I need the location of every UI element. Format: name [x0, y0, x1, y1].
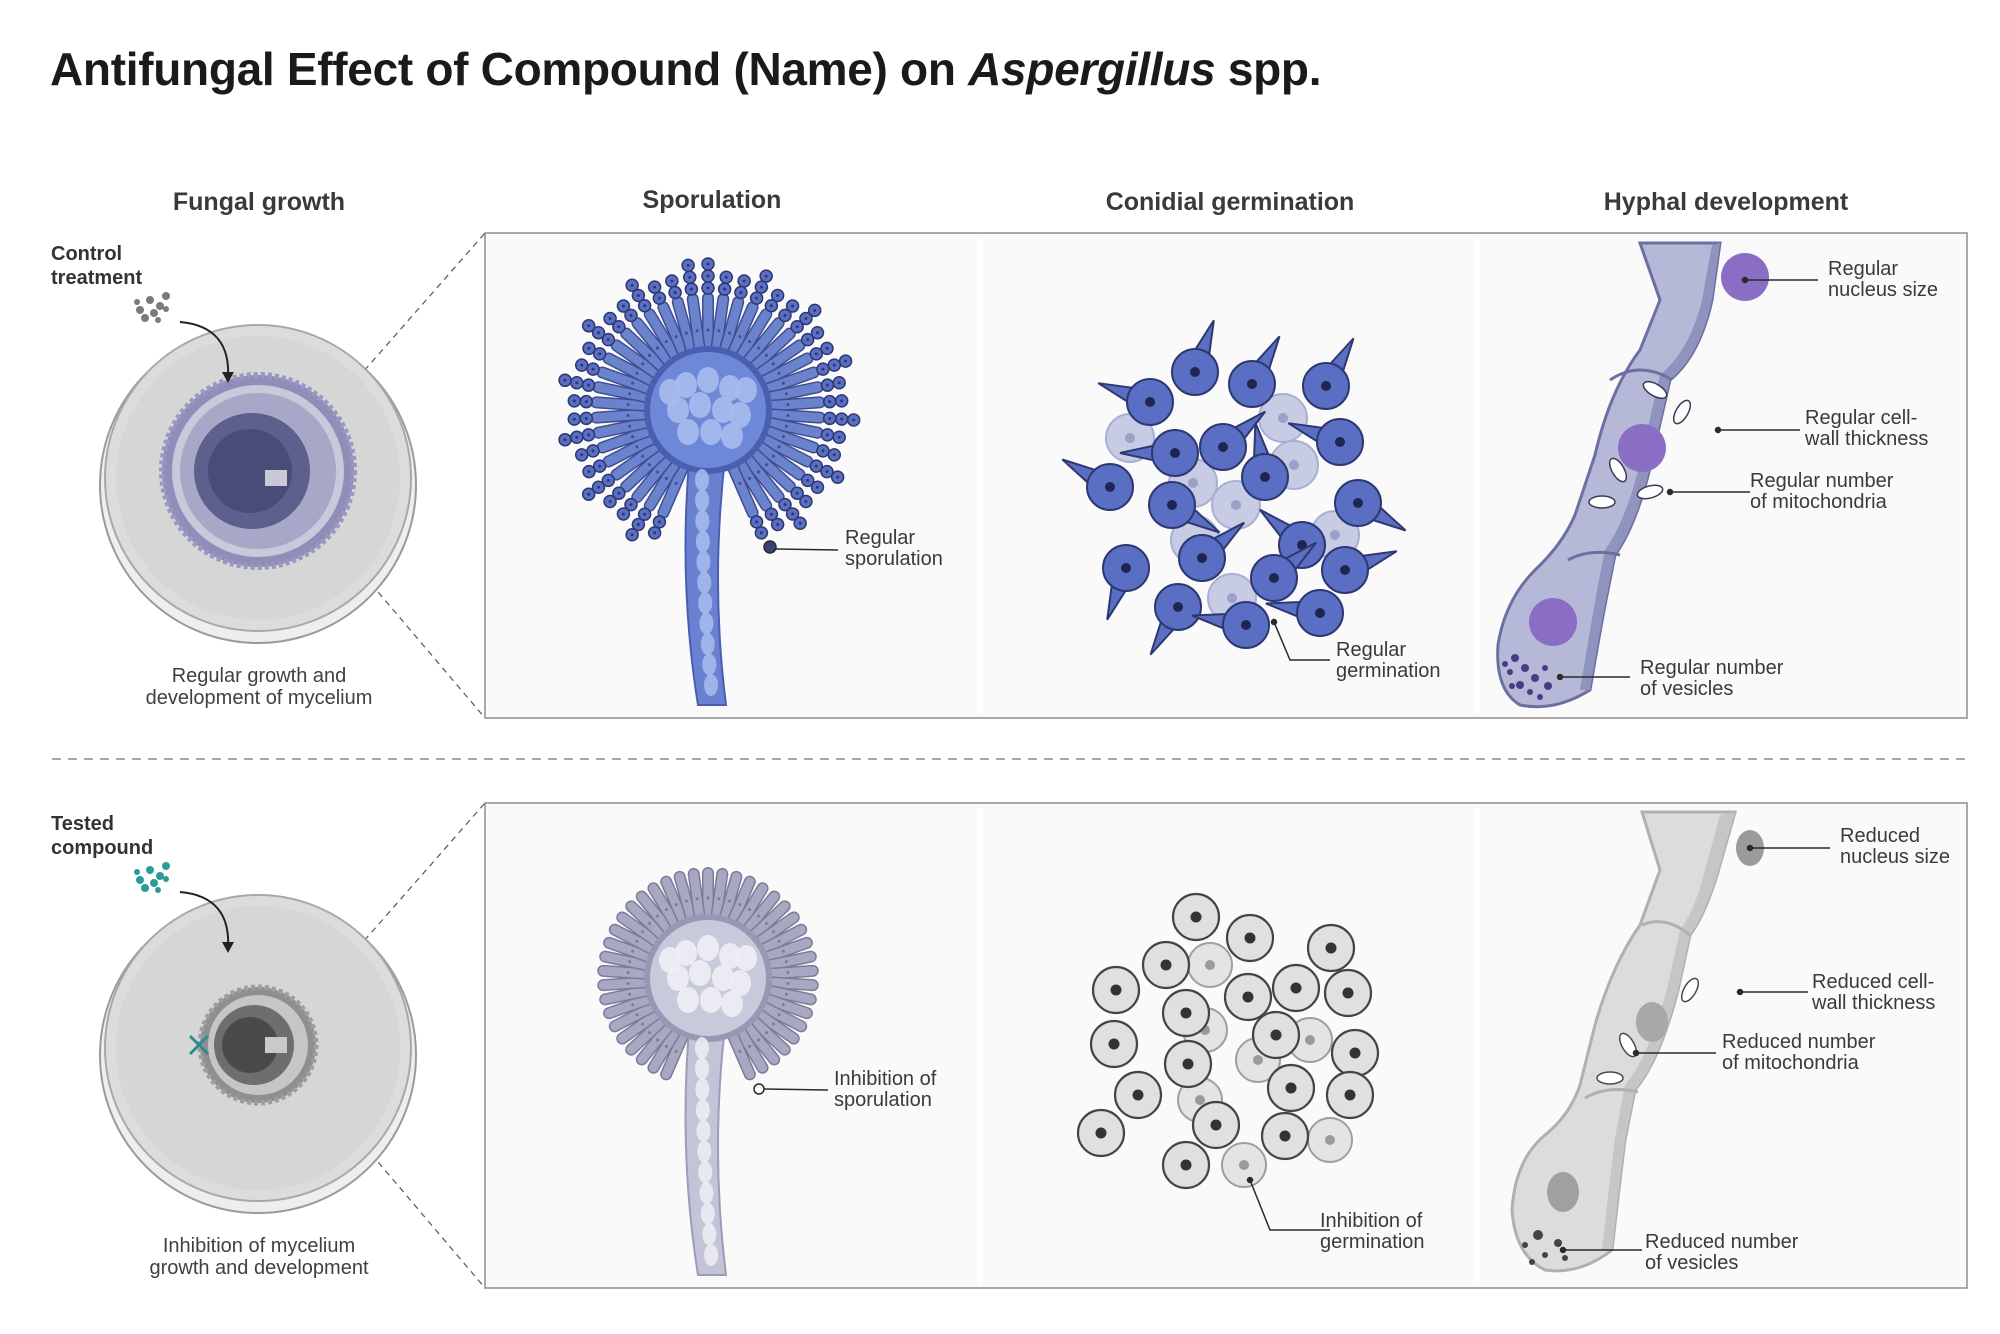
control-compound-icon: [134, 292, 170, 323]
column-header-fungal-growth: Fungal growth: [172, 188, 346, 216]
tested-compound-icon: [134, 862, 170, 893]
leader-lines: [753, 276, 1830, 1254]
control-germinating-conidia: [1061, 319, 1407, 656]
annotation-regular-cell-wall: Regular cell-wall thickness: [1805, 407, 1929, 450]
page-title: Antifungal Effect of Compound (Name) on …: [50, 43, 1322, 95]
control-petri-dish: [99, 324, 417, 644]
column-header-germination: Conidial germination: [1105, 188, 1355, 216]
column-header-hyphal: Hyphal development: [1603, 188, 1849, 216]
control-conidiophore: [558, 257, 861, 706]
annotation-reduced-cell-wall: Reduced cell-wall thickness: [1812, 971, 1936, 1014]
tested-conidia: [1076, 892, 1380, 1190]
control-hypha: [1496, 241, 1769, 709]
tested-petri-dish: [99, 894, 417, 1214]
tested-arrow: [179, 891, 230, 949]
column-header-sporulation: Sporulation: [642, 186, 782, 214]
tested-conidiophore: [597, 867, 819, 1276]
no-growth-x-icon: [188, 1034, 210, 1056]
tested-hypha: [1510, 810, 1764, 1273]
control-arrow: [179, 321, 230, 379]
